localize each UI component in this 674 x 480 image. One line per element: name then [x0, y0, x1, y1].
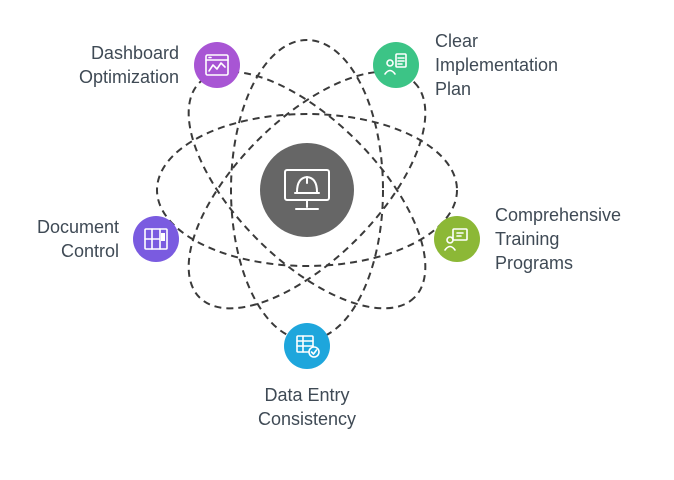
label-line: Document [36, 217, 119, 237]
label-line: Implementation [435, 55, 559, 75]
dashboard-optimization-circle [194, 42, 240, 88]
document-grid-icon [144, 228, 168, 250]
node-comprehensive-training-programs [434, 216, 480, 262]
label-data-entry-consistency: Data Entry Consistency [237, 383, 377, 431]
orbit-ring-diagonal-b [187, 70, 427, 310]
label-line: Programs [495, 253, 574, 273]
dashboard-chart-icon [205, 54, 229, 76]
strategy-plan-icon [384, 53, 407, 75]
table-check-icon [296, 335, 320, 358]
node-clear-implementation-plan [373, 42, 419, 88]
orbit-ring-horizontal [156, 113, 458, 267]
label-line: Clear [435, 31, 479, 51]
comprehensive-training-programs-circle [434, 216, 480, 262]
center-hub [260, 143, 354, 237]
computer-with-hard-hat-icon [284, 169, 330, 210]
node-document-control [133, 216, 179, 262]
center-circle [260, 143, 354, 237]
label-line: Consistency [257, 409, 357, 429]
label-line: Data Entry [264, 385, 350, 405]
label-comprehensive-training-programs: Comprehensive Training Programs [495, 203, 621, 275]
orbit-ring-diagonal-a [187, 70, 427, 310]
label-document-control: Document Control [37, 215, 119, 263]
label-clear-implementation-plan: Clear Implementation Plan [435, 29, 558, 101]
label-line: Dashboard [90, 43, 179, 63]
node-dashboard-optimization [194, 42, 240, 88]
node-data-entry-consistency [284, 323, 330, 369]
label-line: Optimization [78, 67, 179, 87]
label-line: Comprehensive [495, 205, 622, 225]
label-dashboard-optimization: Dashboard Optimization [79, 41, 179, 89]
label-line: Plan [435, 79, 472, 99]
label-line: Training [495, 229, 560, 249]
label-line: Control [60, 241, 119, 261]
presentation-training-icon [444, 228, 468, 251]
